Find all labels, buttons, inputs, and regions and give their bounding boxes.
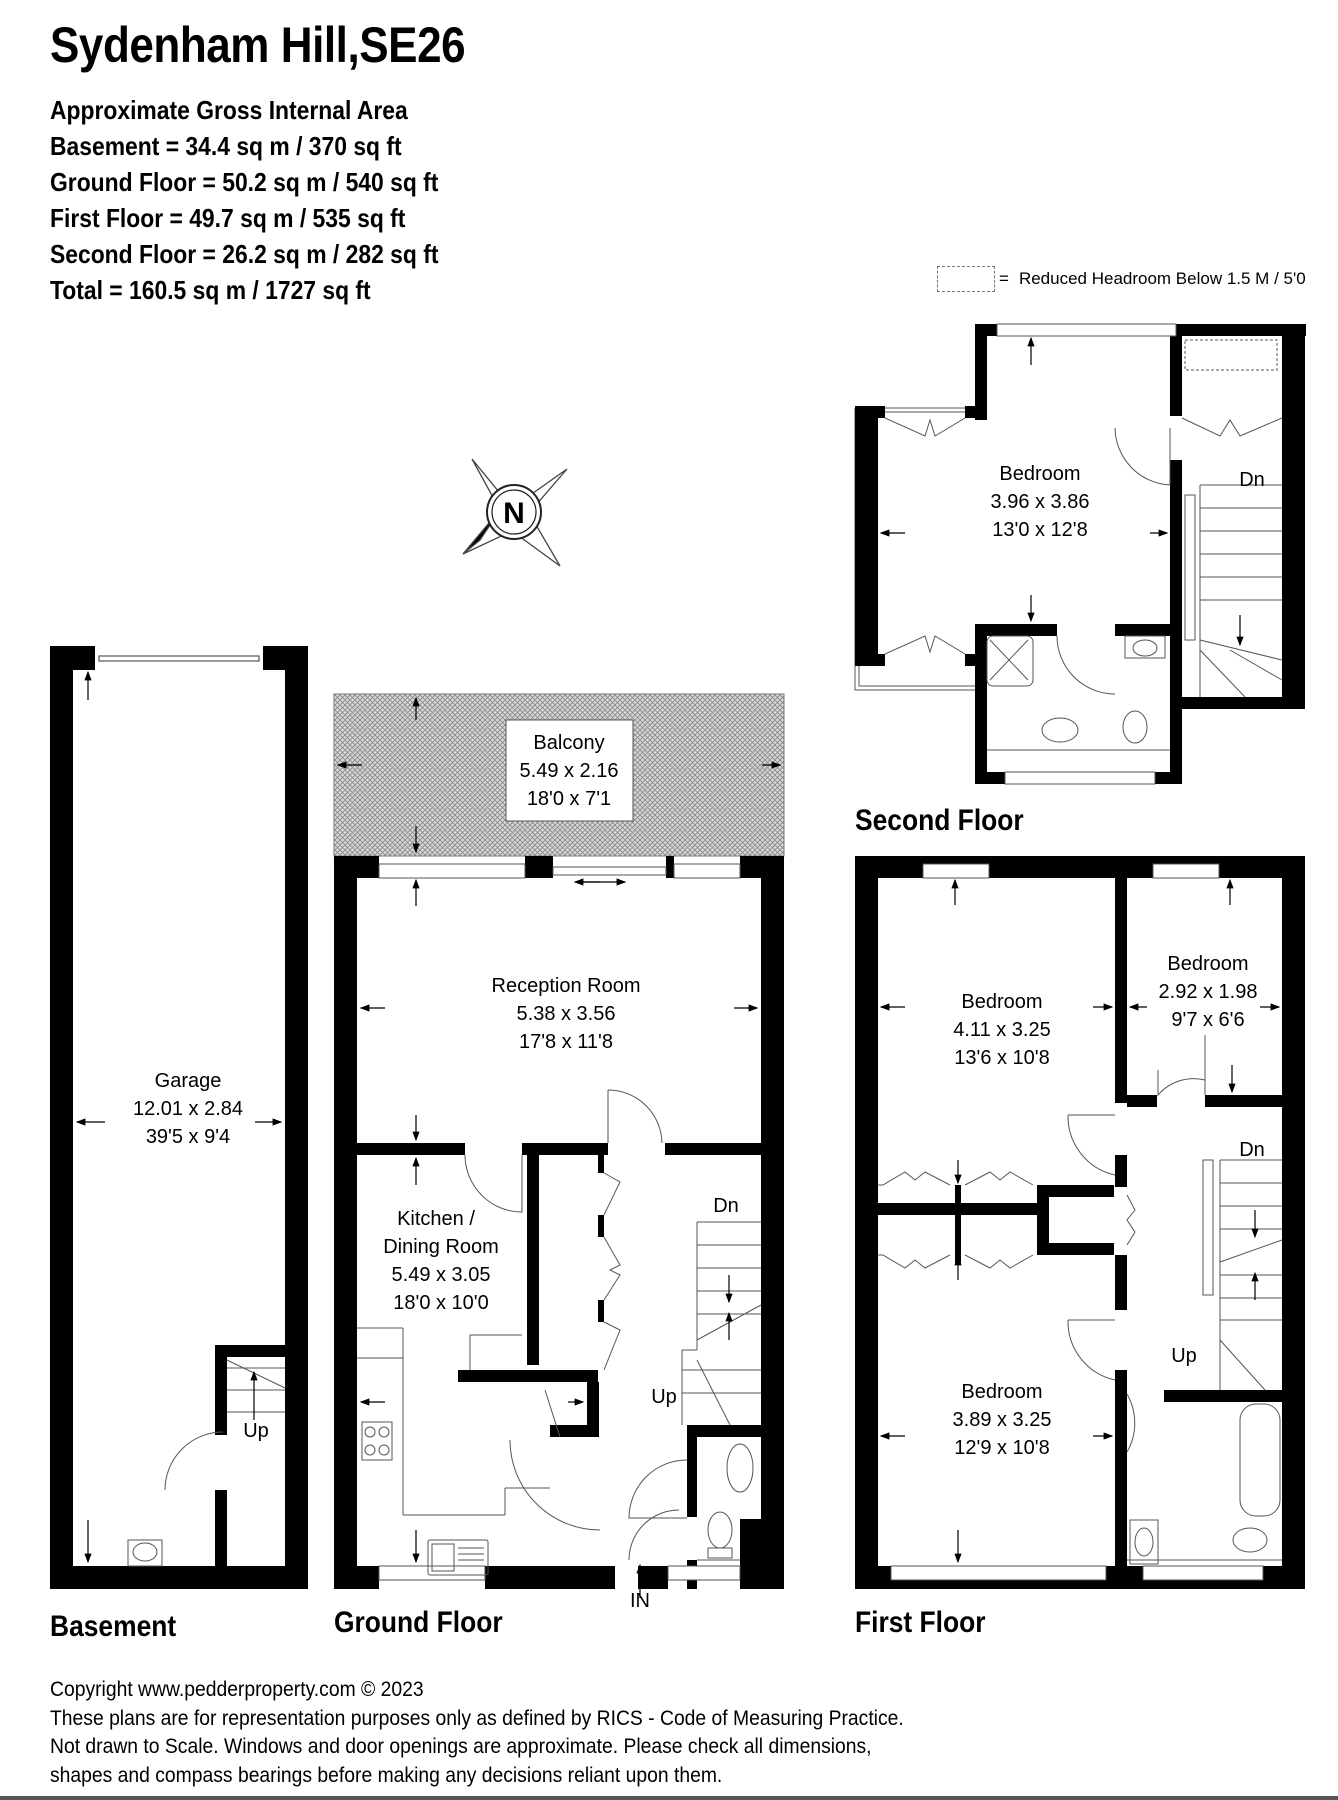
first-stairs-up: Up: [1171, 1345, 1197, 1367]
bedroom3-name: Bedroom: [961, 1381, 1042, 1403]
garage-name: Garage: [155, 1070, 222, 1092]
footer-divider: [0, 1796, 1338, 1800]
property-title: Sydenham Hill,SE26: [50, 17, 466, 73]
basement-plan: Garage 12.01 x 2.84 39'5 x 9'4 Up: [50, 646, 308, 1589]
second-bedroom-metric: 3.96 x 3.86: [991, 491, 1090, 513]
area-ground-floor: Ground Floor = 50.2 sq m / 540 sq ft: [50, 167, 439, 197]
compass-label: N: [503, 497, 525, 530]
balcony-name: Balcony: [533, 732, 604, 754]
compass-north-icon: [462, 458, 568, 567]
area-heading: Approximate Gross Internal Area: [50, 95, 408, 125]
first-stairs-down: Dn: [1239, 1139, 1265, 1161]
disclaimer-footer: Copyright www.pedderproperty.com © 2023 …: [50, 1676, 904, 1790]
first-floor-plan: Bedroom 4.11 x 3.25 13'6 x 10'8 Bedroom …: [855, 856, 1305, 1589]
bedroom2-name: Bedroom: [1167, 953, 1248, 975]
bedroom2-metric: 2.92 x 1.98: [1159, 981, 1258, 1003]
second-stairs-down: Dn: [1239, 469, 1265, 491]
area-second-floor: Second Floor = 26.2 sq m / 282 sq ft: [50, 239, 439, 269]
dashed-box-icon: [937, 266, 995, 292]
reception-imperial: 17'8 x 11'8: [519, 1031, 613, 1053]
reduced-headroom-area: [1184, 339, 1278, 371]
second-bedroom-imperial: 13'0 x 12'8: [992, 519, 1088, 541]
disclaimer-line-1: These plans are for representation purpo…: [50, 1706, 904, 1730]
kitchen-name-line2: Dining Room: [383, 1236, 499, 1258]
second-bedroom-name: Bedroom: [999, 463, 1080, 485]
garage-imperial: 39'5 x 9'4: [146, 1126, 230, 1148]
bedroom2-imperial: 9'7 x 6'6: [1171, 1009, 1244, 1031]
second-floor-plan: Bedroom 3.96 x 3.86 13'0 x 12'8 Dn: [854, 323, 1306, 785]
ground-stairs-up: Up: [651, 1386, 677, 1408]
garage-door: [98, 655, 260, 662]
disclaimer-line-3: shapes and compass bearings before makin…: [50, 1763, 723, 1787]
bedroom1-imperial: 13'6 x 10'8: [954, 1047, 1050, 1069]
kitchen-metric: 5.49 x 3.05: [392, 1264, 491, 1286]
headroom-legend: = Reduced Headroom Below 1.5 M / 5'0: [937, 266, 1306, 292]
area-total: Total = 160.5 sq m / 1727 sq ft: [50, 275, 371, 305]
disclaimer-line-2: Not drawn to Scale. Windows and door ope…: [50, 1735, 872, 1758]
floor-label-first: First Floor: [855, 1606, 986, 1639]
bedroom3-imperial: 12'9 x 10'8: [954, 1437, 1050, 1459]
legend-equals: =: [999, 269, 1009, 288]
reception-metric: 5.38 x 3.56: [517, 1003, 616, 1025]
floor-label-basement: Basement: [50, 1610, 177, 1643]
balcony-metric: 5.49 x 2.16: [520, 760, 619, 782]
floor-label-ground: Ground Floor: [334, 1606, 503, 1639]
kitchen-imperial: 18'0 x 10'0: [393, 1292, 489, 1314]
balcony-imperial: 18'0 x 7'1: [527, 788, 611, 810]
basement-stairs-up: Up: [243, 1420, 269, 1442]
floor-label-second: Second Floor: [855, 804, 1024, 837]
ground-stairs-down: Dn: [713, 1195, 739, 1217]
bedroom1-metric: 4.11 x 3.25: [953, 1019, 1050, 1041]
bedroom1-name: Bedroom: [961, 991, 1042, 1013]
ground-floor-plan: Balcony 5.49 x 2.16 18'0 x 7'1 Reception…: [333, 693, 785, 1612]
area-summary: Approximate Gross Internal Area Basement…: [50, 92, 438, 308]
area-basement: Basement = 34.4 sq m / 370 sq ft: [50, 131, 402, 161]
entrance-label: IN: [630, 1590, 650, 1612]
copyright-text: Copyright www.pedderproperty.com © 2023: [50, 1678, 424, 1701]
reception-name: Reception Room: [492, 975, 641, 997]
garage-metric: 12.01 x 2.84: [133, 1098, 243, 1120]
bedroom3-metric: 3.89 x 3.25: [953, 1409, 1052, 1431]
kitchen-name-line1: Kitchen /: [397, 1208, 475, 1230]
area-first-floor: First Floor = 49.7 sq m / 535 sq ft: [50, 203, 406, 233]
legend-text: Reduced Headroom Below 1.5 M / 5'0: [1018, 269, 1306, 288]
